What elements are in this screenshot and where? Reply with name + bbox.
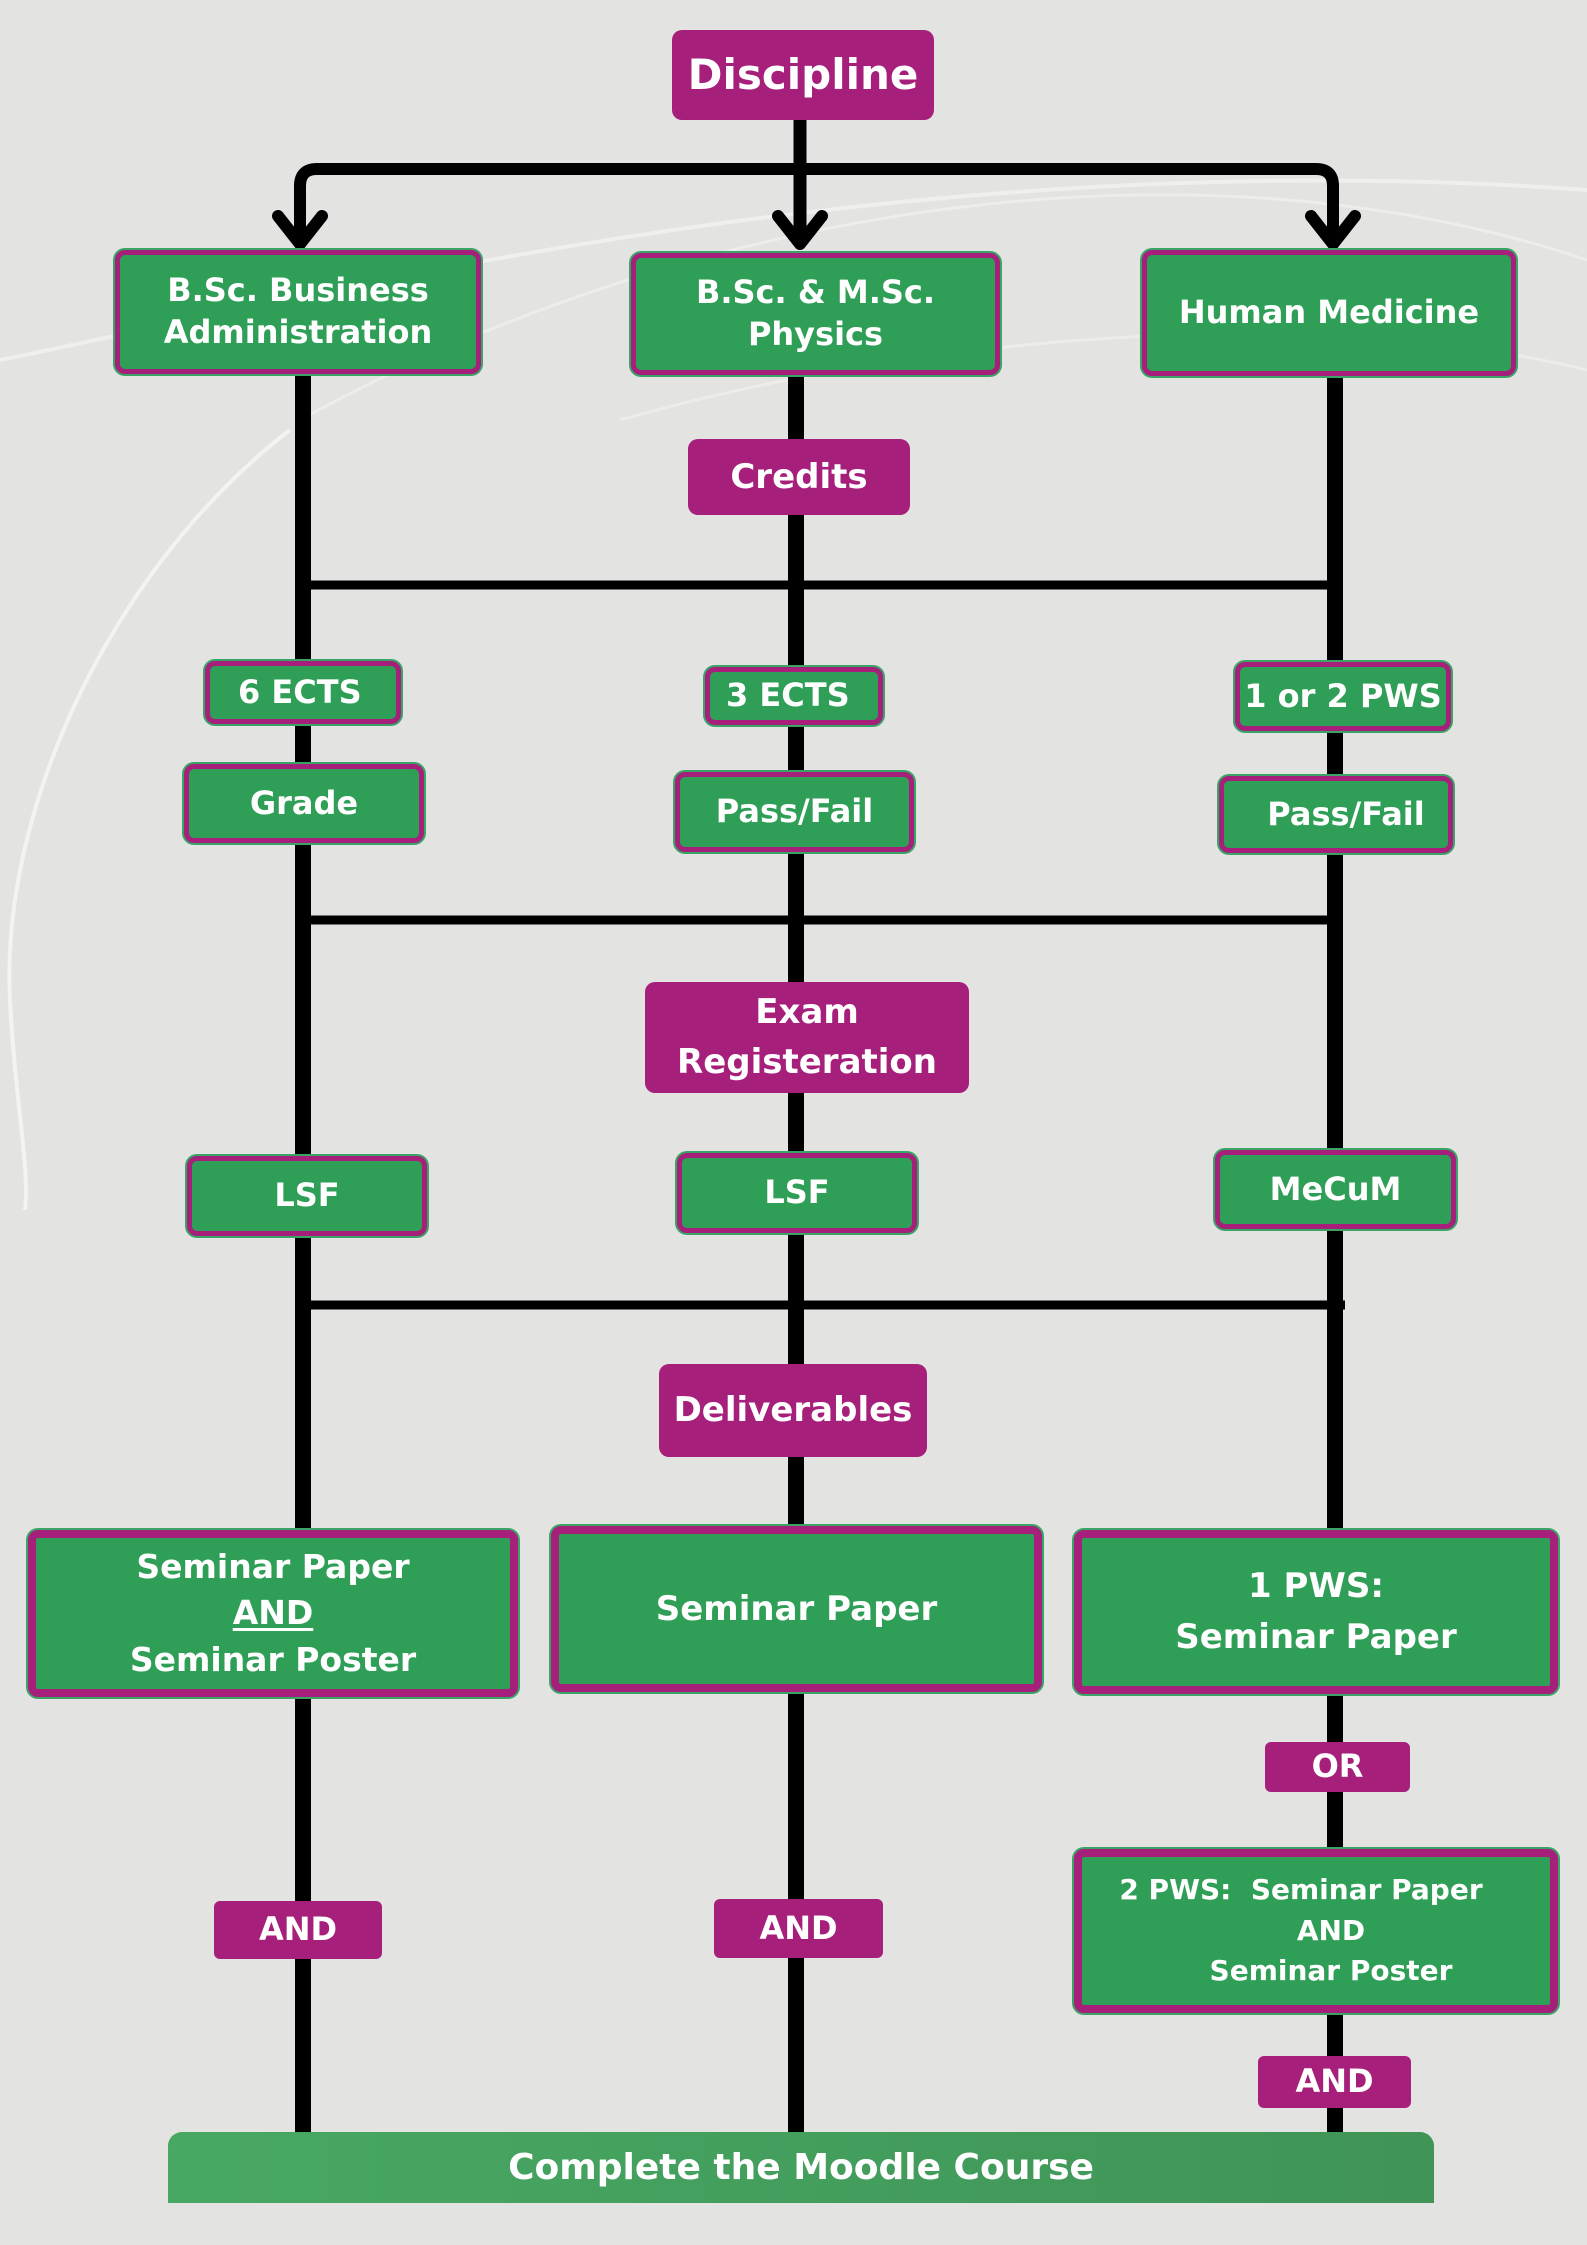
deliverable-medicine-option2-line3: Seminar Poster [1209, 1954, 1453, 1988]
grading-business-text: Grade [249, 783, 359, 822]
credit-amount-business-text: 6 ECTS [238, 672, 362, 711]
arrow-head-center [772, 210, 828, 250]
discipline-physics: B.Sc. & M.Sc. Physics [631, 253, 1000, 375]
discipline-business: B.Sc. Business Administration [115, 250, 481, 374]
registration-business: LSF [187, 1156, 427, 1236]
deliverable-physics-text: Seminar Paper [655, 1588, 938, 1629]
grading-medicine-text: Pass/Fail [1267, 794, 1425, 833]
registration-physics-text: LSF [764, 1173, 830, 1212]
deliverable-business-line1: Seminar Paper [136, 1547, 410, 1587]
deliverable-medicine-option1-line2: Seminar Paper [1175, 1617, 1457, 1657]
credit-amount-medicine: 1 or 2 PWS [1235, 662, 1451, 731]
arrow-head-left [272, 210, 328, 250]
deliverable-medicine-option2: 2 PWS: Seminar Paper AND Seminar Poster [1074, 1849, 1558, 2013]
credit-amount-physics: 3 ECTS [705, 667, 883, 725]
exam-registration-line2: Registeration [677, 1041, 937, 1082]
discipline-physics-line1: B.Sc. & M.Sc. [695, 273, 936, 312]
deliverable-medicine-option1-line1: 1 PWS: [1248, 1566, 1384, 1606]
discipline-medicine: Human Medicine [1142, 250, 1516, 376]
grading-physics: Pass/Fail [675, 772, 914, 852]
branch-bar [294, 163, 1339, 245]
grading-medicine: Pass/Fail [1219, 776, 1453, 853]
registration-business-text: LSF [274, 1176, 340, 1215]
deliverables-header: Deliverables [659, 1364, 927, 1457]
credit-amount-physics-text: 3 ECTS [726, 676, 850, 715]
or-connector-text: OR [1311, 1747, 1364, 1786]
final-step-banner: Complete the Moodle Course [168, 2132, 1434, 2203]
deliverable-medicine-option1: 1 PWS: Seminar Paper [1074, 1530, 1558, 1694]
deliverable-medicine-option2-line1: 2 PWS: Seminar Paper [1119, 1873, 1483, 1907]
exam-registration-header: Exam Registeration [645, 982, 969, 1093]
deliverable-medicine-option2-line2: AND [1296, 1913, 1366, 1947]
registration-physics: LSF [677, 1153, 917, 1233]
and-connector-medicine: AND [1258, 2056, 1411, 2108]
discipline-title: Discipline [672, 30, 934, 120]
discipline-business-line1: B.Sc. Business [167, 271, 429, 310]
grading-business: Grade [184, 764, 424, 843]
credits-header: Credits [688, 439, 910, 515]
and-connector-physics-text: AND [759, 1908, 838, 1947]
or-connector: OR [1265, 1742, 1410, 1792]
arrow-head-right [1305, 210, 1361, 250]
deliverable-business-and: AND [232, 1593, 314, 1633]
credits-header-text: Credits [730, 456, 868, 497]
and-connector-business: AND [214, 1901, 382, 1959]
credit-amount-medicine-text: 1 or 2 PWS [1244, 676, 1442, 715]
and-connector-business-text: AND [258, 1910, 338, 1949]
deliverable-physics: Seminar Paper [551, 1526, 1042, 1692]
discipline-business-line2: Administration [163, 313, 433, 351]
and-connector-physics: AND [714, 1899, 883, 1958]
registration-medicine-text: MeCuM [1269, 1169, 1402, 1208]
deliverable-business: Seminar Paper AND Seminar Poster [28, 1530, 518, 1697]
discipline-medicine-line1: Human Medicine [1178, 293, 1480, 332]
exam-registration-line1: Exam [755, 992, 859, 1033]
registration-medicine: MeCuM [1215, 1150, 1456, 1229]
discipline-title-text: Discipline [687, 49, 919, 99]
grading-physics-text: Pass/Fail [715, 792, 874, 831]
final-step-text: Complete the Moodle Course [508, 2147, 1094, 2188]
discipline-physics-line2: Physics [747, 315, 884, 353]
deliverables-header-text: Deliverables [673, 1390, 913, 1431]
credit-amount-business: 6 ECTS [205, 661, 401, 724]
and-connector-medicine-text: AND [1295, 2062, 1374, 2101]
deliverable-business-line3: Seminar Poster [129, 1639, 417, 1679]
